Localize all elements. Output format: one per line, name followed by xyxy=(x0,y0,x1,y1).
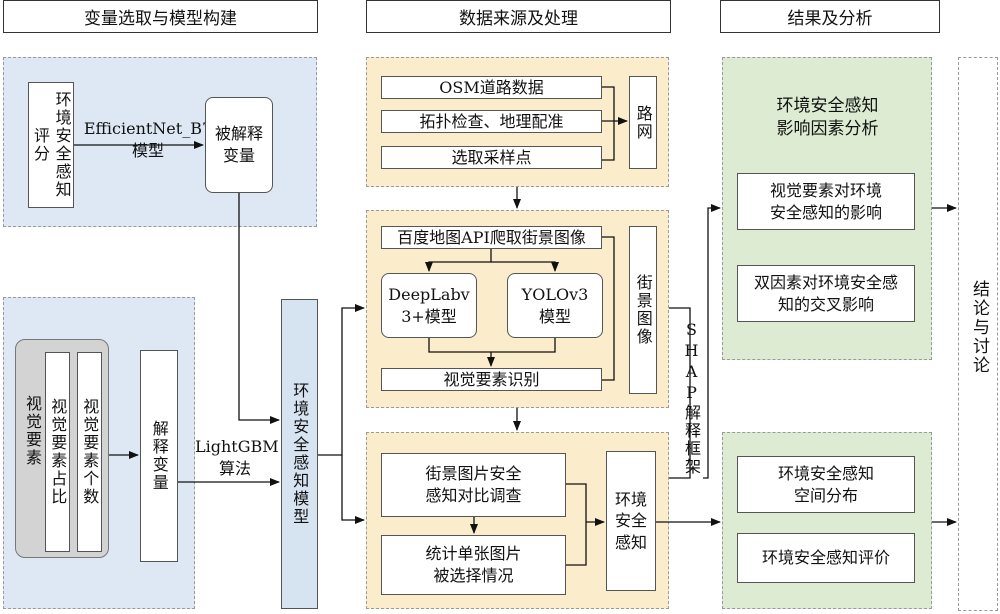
perception-evaluation-box: 环境安全感知评价 xyxy=(737,533,915,583)
header-results: 结果及分析 xyxy=(720,0,940,33)
topology-check-box: 拓扑检查、地理配准 xyxy=(381,110,602,133)
conclusion-label: 结论与讨论 xyxy=(969,280,989,375)
statistics-box: 统计单张图片 被选择情况 xyxy=(381,535,566,595)
visual-element-ratio-box: 视觉要素占比 xyxy=(45,352,70,552)
zone-conclusion xyxy=(958,57,998,611)
baidu-api-box: 百度地图API爬取街景图像 xyxy=(381,226,602,249)
interaction-effect-box: 双因素对环境安全感 知的交叉影响 xyxy=(737,265,915,322)
visual-recognition-box: 视觉要素识别 xyxy=(381,368,602,391)
visual-effect-box: 视觉要素对环境 安全感知的影响 xyxy=(737,173,915,230)
yolo-model-box: YOLOv3 模型 xyxy=(507,273,603,338)
osm-road-data-box: OSM道路数据 xyxy=(381,76,602,99)
header-data-source: 数据来源及处理 xyxy=(366,0,671,33)
score-box: 环境安全感知评分 xyxy=(28,82,74,208)
header-variable-selection: 变量选取与模型构建 xyxy=(3,0,318,33)
visual-element-count-box: 视觉要素个数 xyxy=(77,352,102,552)
sampling-points-box: 选取采样点 xyxy=(381,146,602,169)
explained-variable-box: 被解释 变量 xyxy=(205,97,273,193)
factor-analysis-title: 环境安全感知 影响因素分析 xyxy=(776,96,879,139)
road-network-box: 路网 xyxy=(629,76,657,169)
visual-elements-label: 视觉要素 xyxy=(23,395,42,467)
deeplab-model-box: DeepLabv 3+模型 xyxy=(381,273,477,338)
explanatory-variable-box: 解释变量 xyxy=(140,350,178,562)
street-image-box: 街景图像 xyxy=(629,226,657,394)
spatial-distribution-box: 环境安全感知 空间分布 xyxy=(737,456,915,513)
environment-model-box: 环境安全感知模型 xyxy=(281,299,318,609)
survey-box: 街景图片安全 感知对比调查 xyxy=(381,453,566,517)
lightgbm-label: LightGBM 算法 xyxy=(195,437,279,478)
environment-perception-box: 环境 安全 感知 xyxy=(606,451,656,591)
